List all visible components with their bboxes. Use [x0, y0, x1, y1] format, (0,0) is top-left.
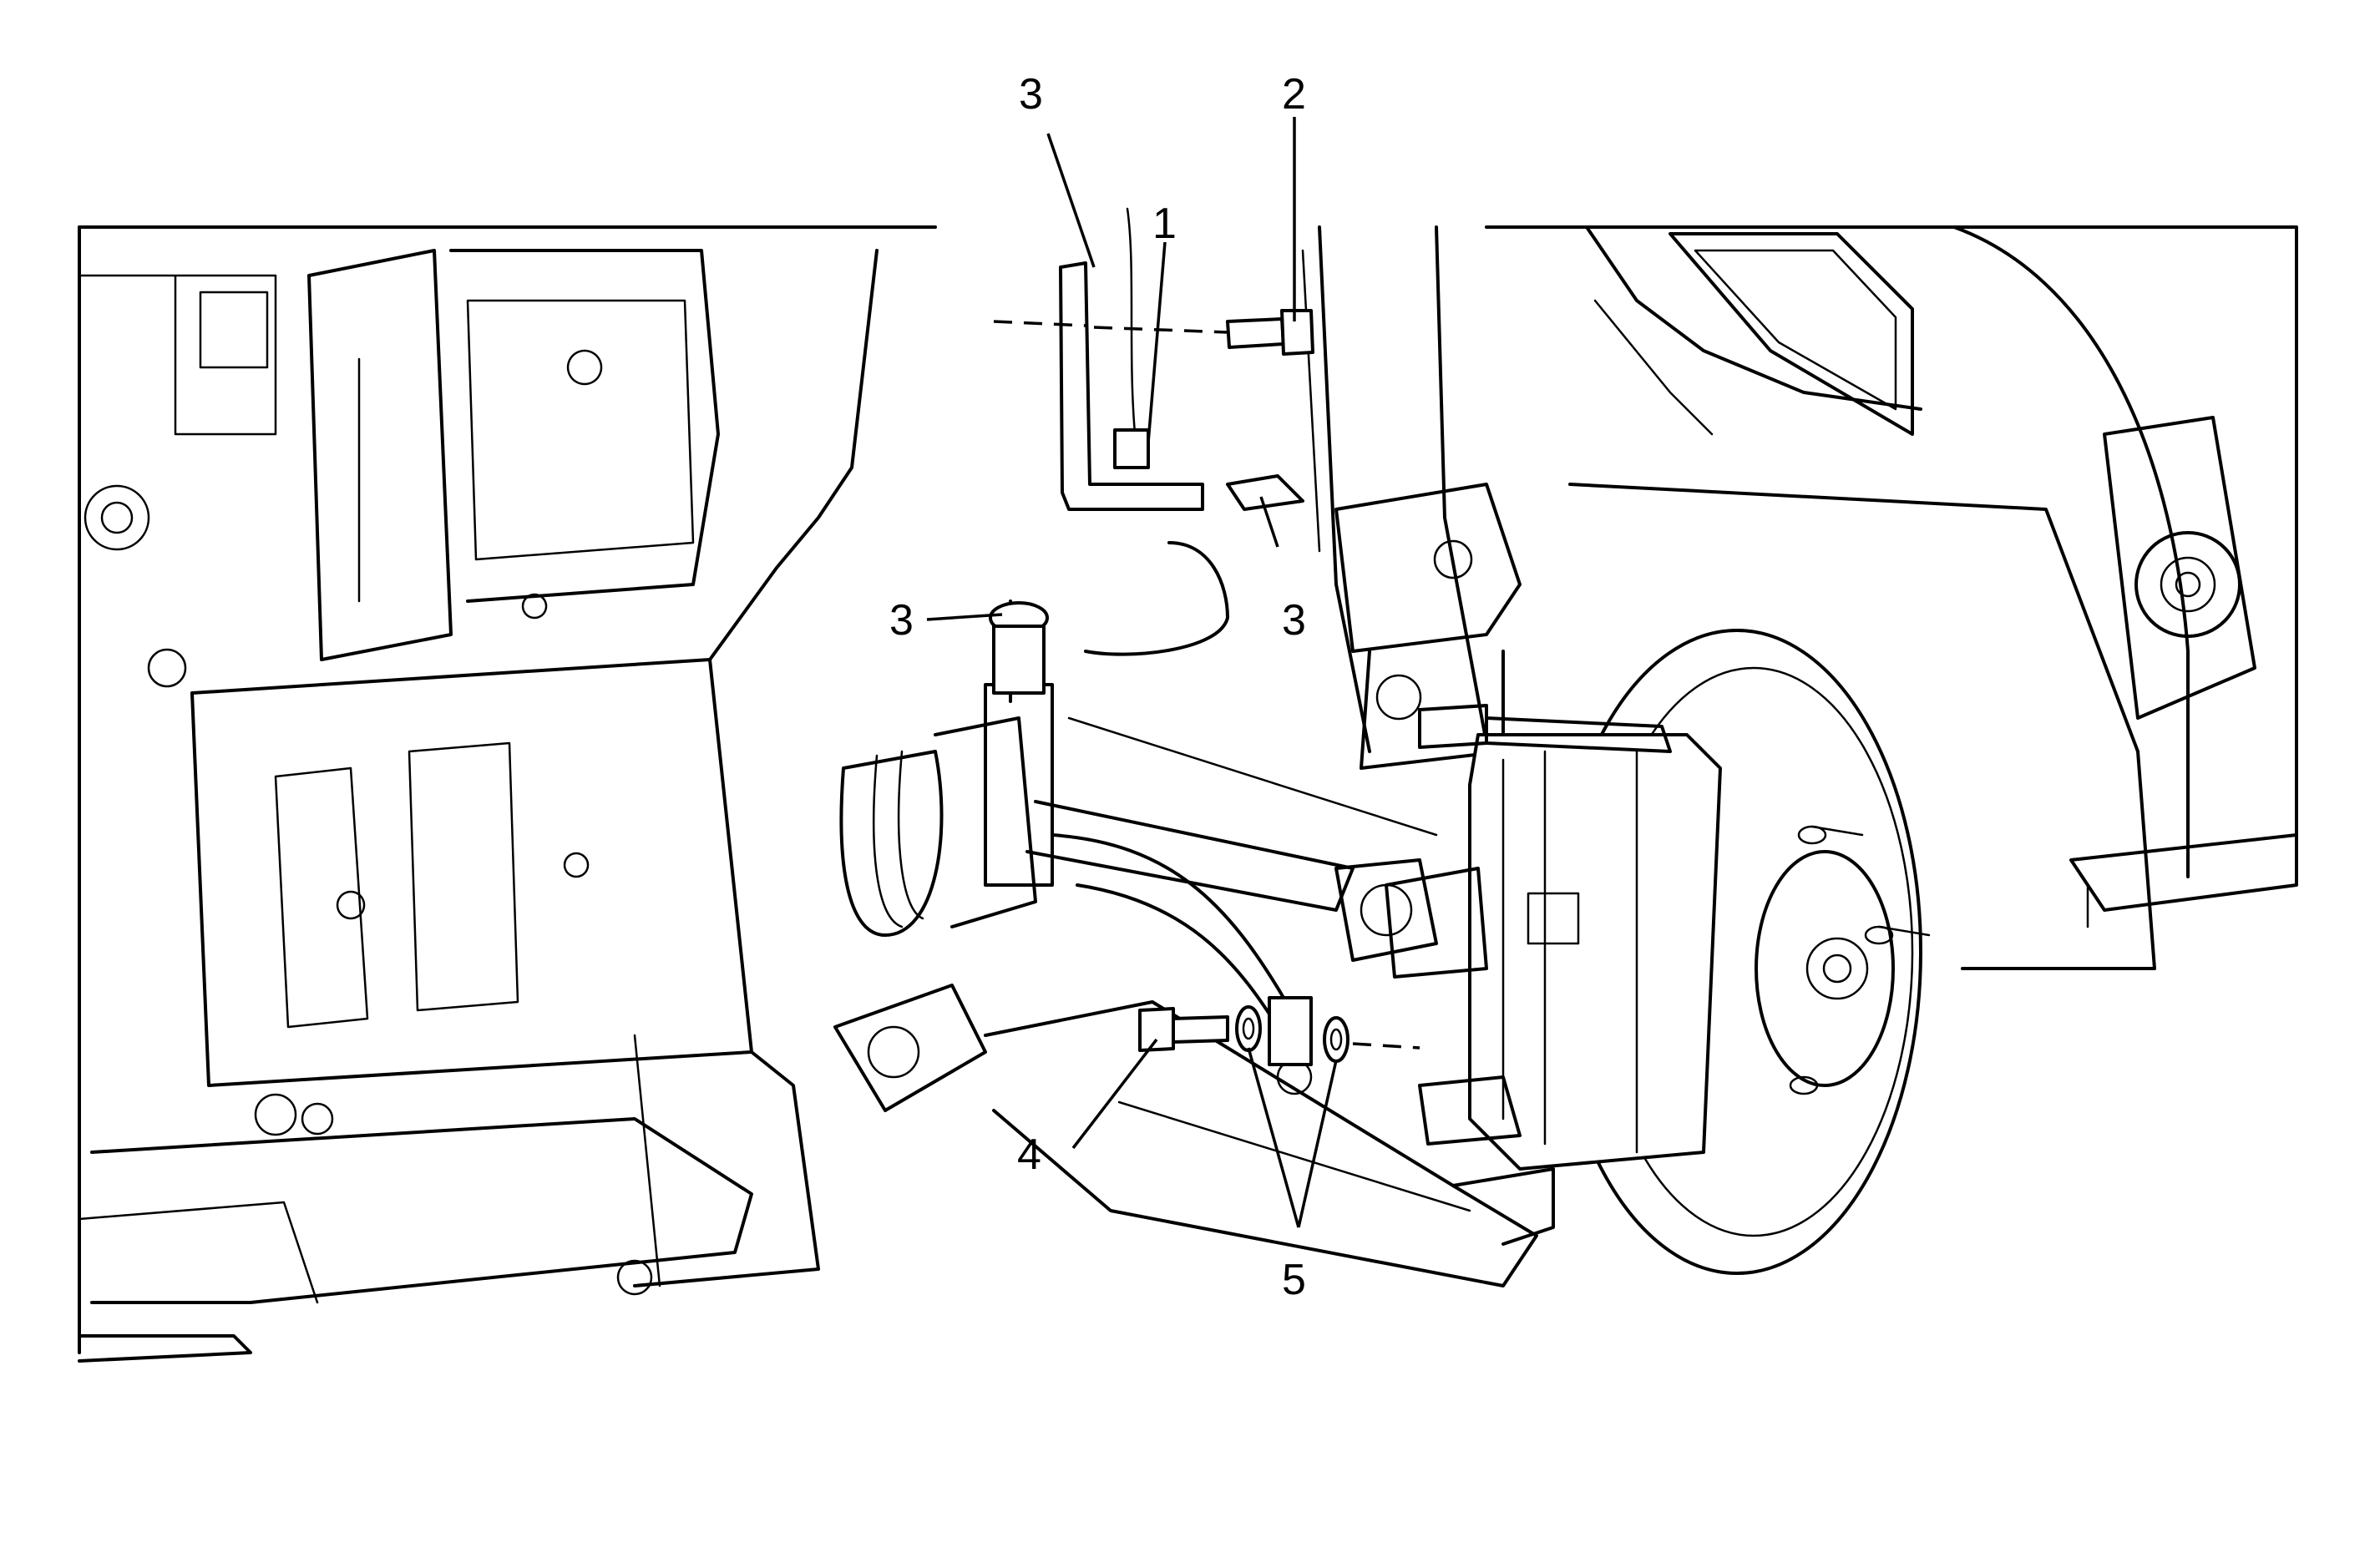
- retaining-clip: [1226, 474, 1304, 511]
- callout-2: 2: [1282, 70, 1306, 119]
- strut-knuckle: [1301, 225, 1522, 770]
- wheel-well-liner: [1485, 225, 2298, 970]
- callout-4: 4: [1017, 1131, 1041, 1179]
- callout-3-hose: 3: [889, 596, 914, 645]
- brake-hose-banjo: [1268, 996, 1313, 1066]
- drive-axle: [839, 716, 1438, 962]
- callout-1: 1: [1152, 200, 1177, 248]
- callout-5: 5: [1282, 1256, 1306, 1304]
- leader-lines: [926, 117, 1338, 1228]
- lower-control-arm: [833, 984, 1555, 1287]
- sealing-washer-right: [1323, 1016, 1350, 1063]
- brake-caliper: [1385, 704, 1722, 1171]
- bracket-bolt: [1226, 317, 1285, 349]
- callout-3-clip: 3: [1282, 596, 1306, 645]
- hose-bracket: [1059, 261, 1204, 511]
- sealing-washer-left: [1235, 1005, 1262, 1052]
- exploded-hardware: [1138, 309, 1350, 1063]
- alignment-lines: [993, 320, 1420, 1050]
- callout-labels: 3 1 2 3 3 4 5: [889, 70, 1306, 1304]
- brake-line-fitting: [1113, 428, 1150, 469]
- front-frame-assembly: [78, 225, 937, 1363]
- brake-line-assembly: [984, 207, 1313, 1066]
- callout-3-top: 3: [1019, 70, 1043, 119]
- banjo-bolt: [1138, 1007, 1175, 1052]
